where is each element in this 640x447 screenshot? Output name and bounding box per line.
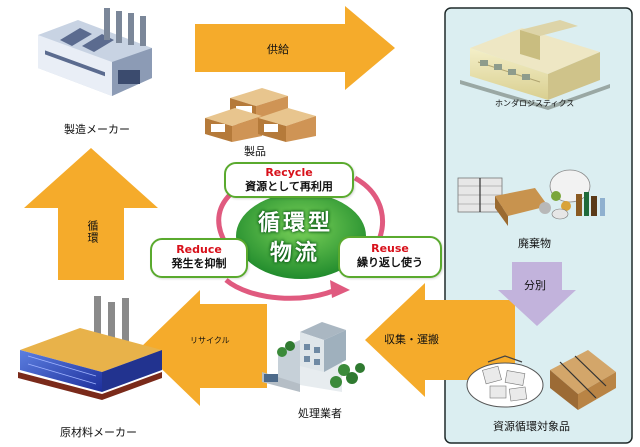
supply-arrow (195, 6, 395, 90)
circulation-arrow-label: 循環 (86, 220, 99, 244)
cycle-reduce-ja: 発生を抑制 (171, 257, 227, 270)
recycle-arrow-label: リサイクル (190, 336, 230, 345)
supply-arrow-label: 供給 (267, 43, 289, 56)
circulation-arrow (24, 148, 158, 280)
cycle-recycle-en: Recycle (265, 166, 313, 179)
warehouse-icon (460, 20, 610, 110)
collection-arrow (365, 283, 515, 397)
cycle-reuse-box: Reuse 繰り返し使う (338, 236, 442, 278)
sorting-arrow-label: 分別 (524, 279, 546, 292)
product-boxes-icon (205, 88, 316, 142)
cycle-reuse-ja: 繰り返し使う (357, 256, 423, 269)
waste-pile-icon (457, 169, 605, 226)
cycle-reuse-en: Reuse (371, 242, 409, 255)
cycle-reduce-box: Reduce 発生を抑制 (150, 238, 248, 278)
manufacturer-label: 製造メーカー (64, 123, 130, 136)
cycle-recycle-ja: 資源として再利用 (245, 180, 333, 193)
cycle-arrowhead-bottom (330, 280, 350, 298)
recycle-arrow (140, 290, 267, 406)
processor-building-icon (262, 322, 365, 392)
collection-arrow-label: 収集・運搬 (384, 333, 439, 346)
products-label: 製品 (244, 145, 266, 158)
recycle-items-label: 資源循環対象品 (493, 420, 570, 433)
cycle-center-line2: 物流 (270, 240, 321, 266)
logistics-label: ホンダロジスティクス (495, 99, 575, 108)
recyclable-items-icon (466, 350, 616, 410)
sorting-arrow (498, 262, 576, 326)
cycle-center-line1: 循環型 (258, 210, 334, 236)
waste-label: 廃棄物 (518, 237, 551, 250)
processor-label: 処理業者 (298, 407, 342, 420)
cycle-reduce-en: Reduce (176, 243, 222, 256)
material-maker-label: 原材料メーカー (60, 426, 137, 439)
material-plant-icon (18, 296, 162, 400)
cycle-arrow-bottom (224, 278, 342, 301)
cycle-recycle-box: Recycle 資源として再利用 (224, 162, 354, 198)
factory-icon (38, 8, 152, 96)
